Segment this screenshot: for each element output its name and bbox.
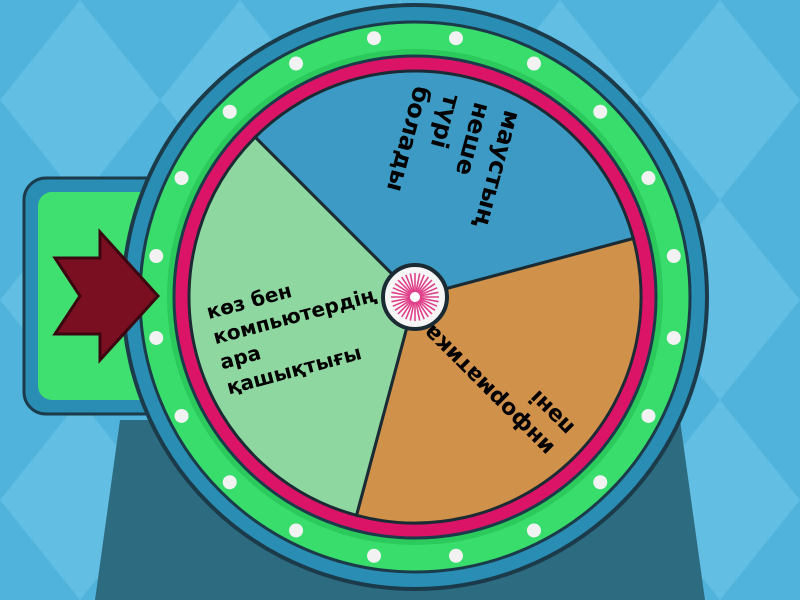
ring-light-dot	[149, 249, 164, 264]
ring-light-dot	[367, 548, 382, 563]
ring-light-dot	[641, 408, 656, 423]
ring-light-dot	[367, 31, 382, 46]
ring-light-dot	[448, 548, 463, 563]
ring-light-dot	[666, 330, 681, 345]
center-hub[interactable]	[381, 263, 449, 331]
ring-light-dot	[526, 523, 541, 538]
ring-light-dot	[289, 56, 304, 71]
segment-slice	[253, 69, 636, 299]
ring-light-dot	[593, 475, 608, 490]
ring-light-dot	[641, 171, 656, 186]
pointer-arrow-icon	[52, 228, 161, 364]
ring-lights	[149, 31, 681, 563]
wheel[interactable]: маустыңнешетүріболадыинформатикапәнікөз …	[121, 3, 709, 591]
ring-light-dot	[289, 523, 304, 538]
ring-light-dot	[174, 408, 189, 423]
ring-light-dot	[593, 104, 608, 119]
ring-light-dot	[526, 56, 541, 71]
ring-light-dot	[448, 31, 463, 46]
ring-light-dot	[222, 104, 237, 119]
ring-light-dot	[666, 249, 681, 264]
segment-slice	[187, 135, 417, 518]
ring-light-dot	[222, 475, 237, 490]
ring-light-dot	[149, 330, 164, 345]
ring-light-dot	[174, 171, 189, 186]
